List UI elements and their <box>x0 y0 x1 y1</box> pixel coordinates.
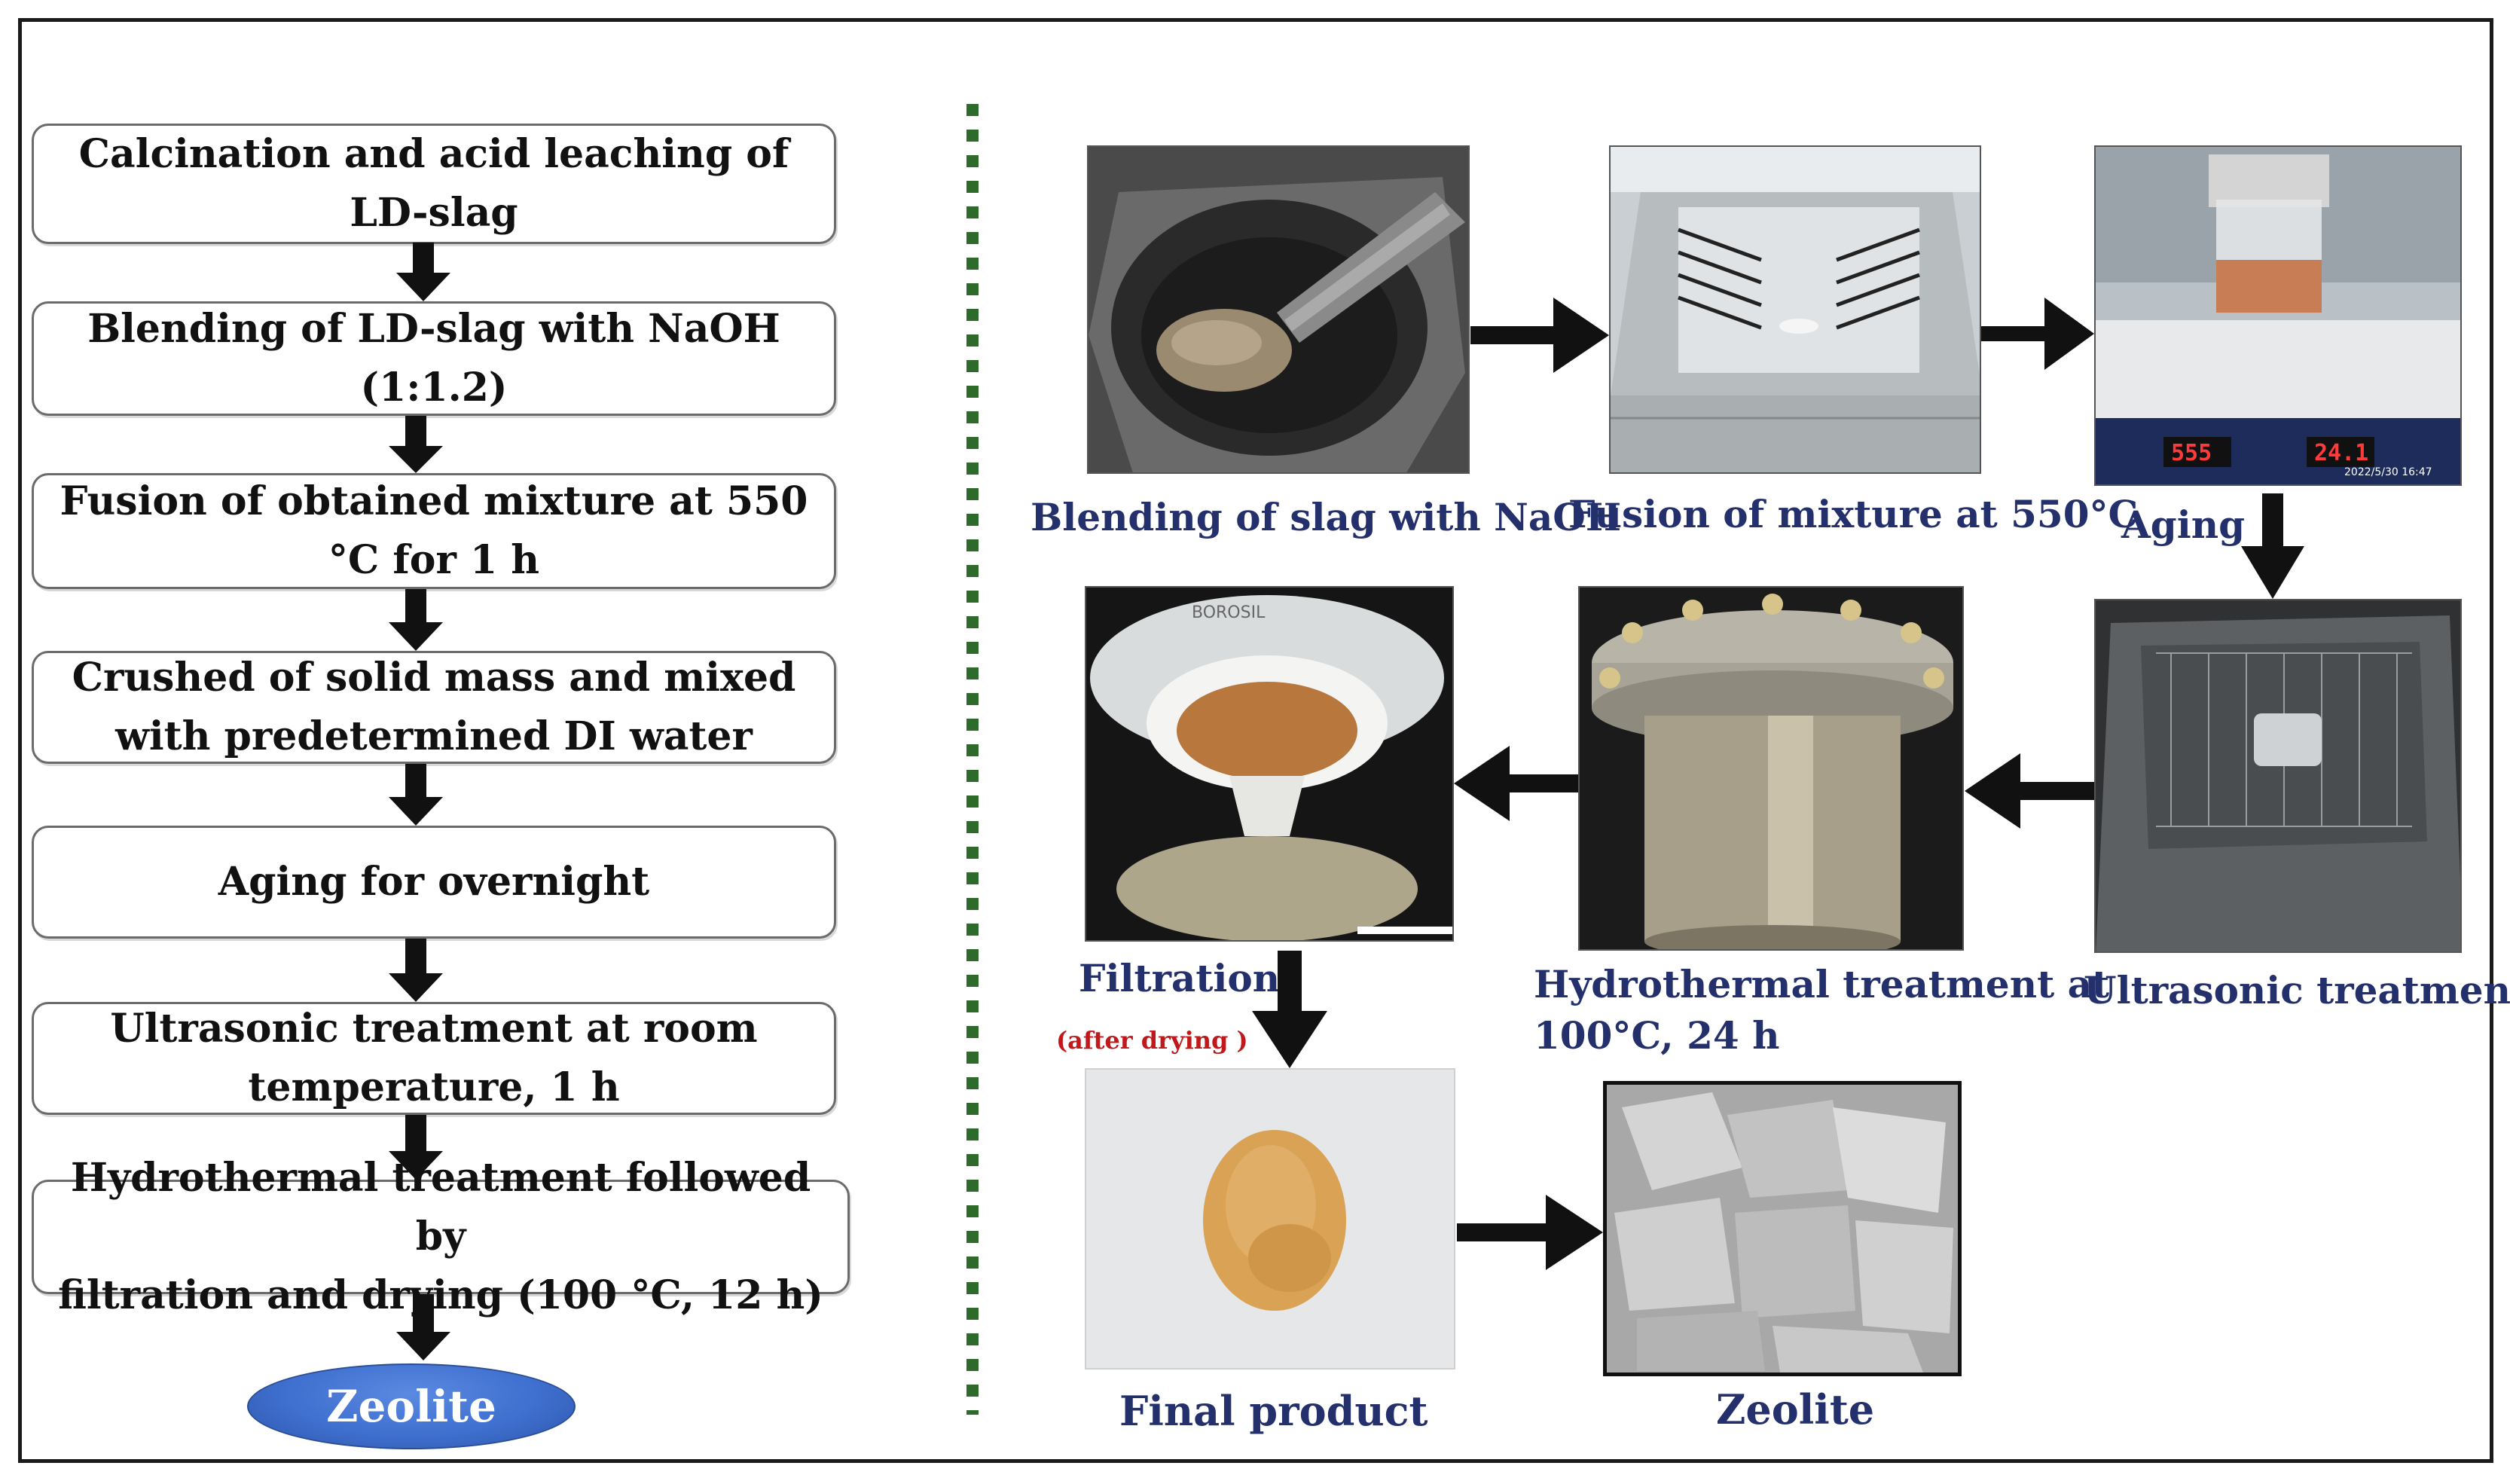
aging-photo: 555 24.1 2022/5/30 16:47 <box>2094 145 2462 486</box>
down-arrow-7 <box>396 1294 450 1360</box>
step-text: Crushed of solid mass and mixed <box>72 655 796 701</box>
step-text: Calcination and acid leaching of <box>78 131 789 177</box>
furnace-image <box>1611 147 1980 472</box>
filtration-photo: BOROSIL <box>1085 586 1454 942</box>
sem-micrograph-image <box>1607 1085 1958 1373</box>
arrow-aging-to-ultrasonic <box>2241 493 2304 599</box>
ultrasonic-bath-image <box>2096 600 2460 951</box>
photo-timestamp: 2022/5/30 16:47 <box>2344 466 2432 478</box>
blending-photo <box>1087 145 1470 474</box>
step-text: °C for 1 h <box>328 537 540 583</box>
ultrasonic-photo <box>2094 599 2462 953</box>
step-text: (1:1.2) <box>360 365 508 411</box>
down-arrow-4 <box>389 764 443 826</box>
caption-filtration: Filtration <box>1079 956 1281 1000</box>
step-fusion: Fusion of obtained mixture at 550 °C for … <box>32 473 836 589</box>
caption-fusion: Fusion of mixture at 550°C <box>1568 492 2139 536</box>
display-right-text: 24.1 <box>2314 440 2368 466</box>
step-crushing: Crushed of solid mass and mixed with pred… <box>32 651 836 764</box>
caption-final-product: Final product <box>1119 1387 1428 1435</box>
filtration-funnel-image: BOROSIL <box>1086 588 1452 940</box>
caption-blending: Blending of slag with NaOH <box>1031 495 1622 539</box>
step-text: Ultrasonic treatment at room <box>110 1006 758 1052</box>
caption-ultrasonic: Ultrasonic treatment <box>2084 968 2510 1012</box>
zeolite-terminal: Zeolite <box>247 1363 576 1449</box>
step-text: Blending of LD-slag with NaOH <box>87 306 780 352</box>
step-ultrasonic: Ultrasonic treatment at room temperature,… <box>32 1002 836 1115</box>
step-text: Fusion of obtained mixture at 550 <box>60 478 808 524</box>
caption-zeolite: Zeolite <box>1716 1385 1875 1434</box>
display-left-text: 555 <box>2171 440 2212 466</box>
step-text: Hydrothermal treatment followed by <box>70 1155 811 1260</box>
down-arrow-3 <box>389 589 443 651</box>
step-text: temperature, 1 h <box>248 1064 620 1110</box>
arrow-ultrasonic-to-hydrothermal <box>1965 753 2094 829</box>
step-text: with predetermined DI water <box>115 713 753 759</box>
final-product-photo <box>1085 1068 1455 1369</box>
zeolite-label: Zeolite <box>326 1381 496 1432</box>
step-hydrothermal: Hydrothermal treatment followed by filtra… <box>32 1155 850 1318</box>
step-aging: Aging for overnight <box>32 826 836 939</box>
step-text: LD-slag <box>350 190 518 236</box>
down-arrow-2 <box>389 416 443 473</box>
step-text: Aging for overnight <box>218 859 650 905</box>
caption-after-drying: (after drying ) <box>1056 1026 1248 1055</box>
zeolite-sem-photo <box>1603 1081 1962 1376</box>
step-text: filtration and drying (100 °C, 12 h) <box>58 1272 823 1318</box>
arrow-hydrothermal-to-filtration <box>1454 746 1578 821</box>
dotted-divider <box>966 104 979 1415</box>
arrow-blend-to-fusion <box>1470 298 1609 373</box>
down-arrow-5 <box>389 939 443 1002</box>
arrow-filtration-to-product <box>1252 951 1327 1068</box>
down-arrow-6 <box>389 1115 443 1180</box>
hydrothermal-photo <box>1578 586 1964 951</box>
caption-hydrothermal-line2: 100°C, 24 h <box>1534 1013 1780 1058</box>
arrow-fusion-to-aging <box>1981 298 2094 370</box>
down-arrow-1 <box>396 243 450 301</box>
powder-image <box>1086 1070 1454 1368</box>
arrow-product-to-zeolite <box>1457 1195 1603 1270</box>
hotplate-beaker-image: 555 24.1 2022/5/30 16:47 <box>2096 147 2460 484</box>
step-calcination: Calcination and acid leaching of LD-slag <box>32 124 836 244</box>
autoclave-image <box>1580 588 1962 949</box>
mortar-pestle-image <box>1089 147 1468 472</box>
step-blending: Blending of LD-slag with NaOH (1:1.2) <box>32 301 836 416</box>
flask-brand-text: BOROSIL <box>1192 603 1266 622</box>
caption-hydrothermal-line1: Hydrothermal treatment at <box>1534 962 2110 1006</box>
caption-aging: Aging <box>2121 502 2246 547</box>
fusion-photo <box>1609 145 1981 474</box>
